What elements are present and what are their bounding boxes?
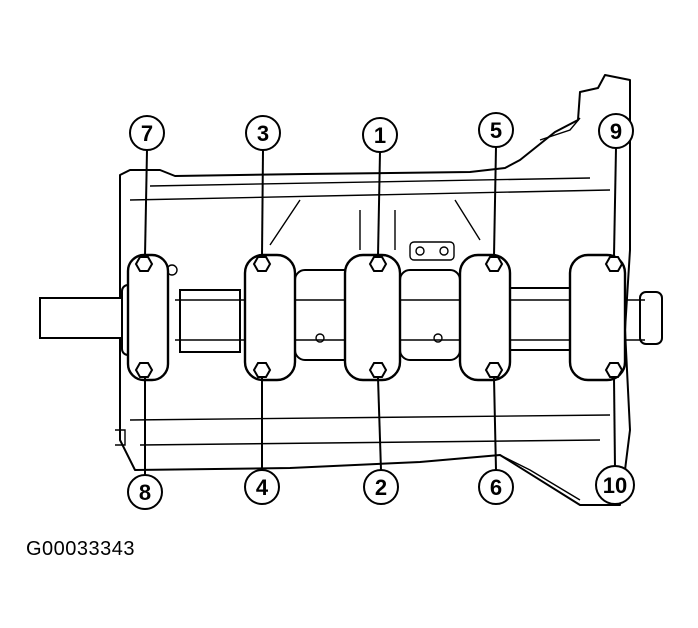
bolt-10 <box>604 362 624 378</box>
callout-5: 5 <box>478 112 514 148</box>
callout-7: 7 <box>129 115 165 151</box>
bearing-cap-1 <box>126 253 170 382</box>
callout-2: 2 <box>363 469 399 505</box>
svg-text:7: 7 <box>141 121 153 146</box>
bolt-3 <box>252 256 272 272</box>
figure-id-label: G00033343 <box>26 538 136 560</box>
bolt-8 <box>134 362 154 378</box>
engine-block-outline <box>115 74 631 506</box>
callout-9: 9 <box>598 113 634 149</box>
svg-text:5: 5 <box>490 118 502 143</box>
svg-text:9: 9 <box>610 119 622 144</box>
bolt-1 <box>368 256 388 272</box>
svg-text:3: 3 <box>257 121 269 146</box>
callout-6: 6 <box>478 469 514 505</box>
callout-1: 1 <box>362 117 398 153</box>
bearing-cap-5 <box>568 253 627 382</box>
leader-lines <box>144 146 617 475</box>
svg-text:10: 10 <box>603 473 627 498</box>
svg-text:8: 8 <box>139 480 151 505</box>
callout-3: 3 <box>245 115 281 151</box>
callout-10: 10 <box>595 465 635 505</box>
svg-text:4: 4 <box>256 475 269 500</box>
svg-text:1: 1 <box>374 123 386 148</box>
callout-4: 4 <box>244 469 280 505</box>
bolt-2 <box>368 362 388 378</box>
main-bearing-caps <box>126 253 627 382</box>
bearing-cap-4 <box>458 253 512 382</box>
bearing-cap-3 <box>343 253 402 382</box>
bolt-4 <box>252 362 272 378</box>
bolt-6 <box>484 362 504 378</box>
bearing-cap-bolts <box>134 256 624 378</box>
callout-8: 8 <box>127 474 163 510</box>
bearing-cap-2 <box>243 253 297 382</box>
bolt-7 <box>134 256 154 272</box>
svg-text:6: 6 <box>490 475 502 500</box>
bolt-5 <box>484 256 504 272</box>
svg-text:2: 2 <box>375 475 387 500</box>
bolt-9 <box>604 256 624 272</box>
